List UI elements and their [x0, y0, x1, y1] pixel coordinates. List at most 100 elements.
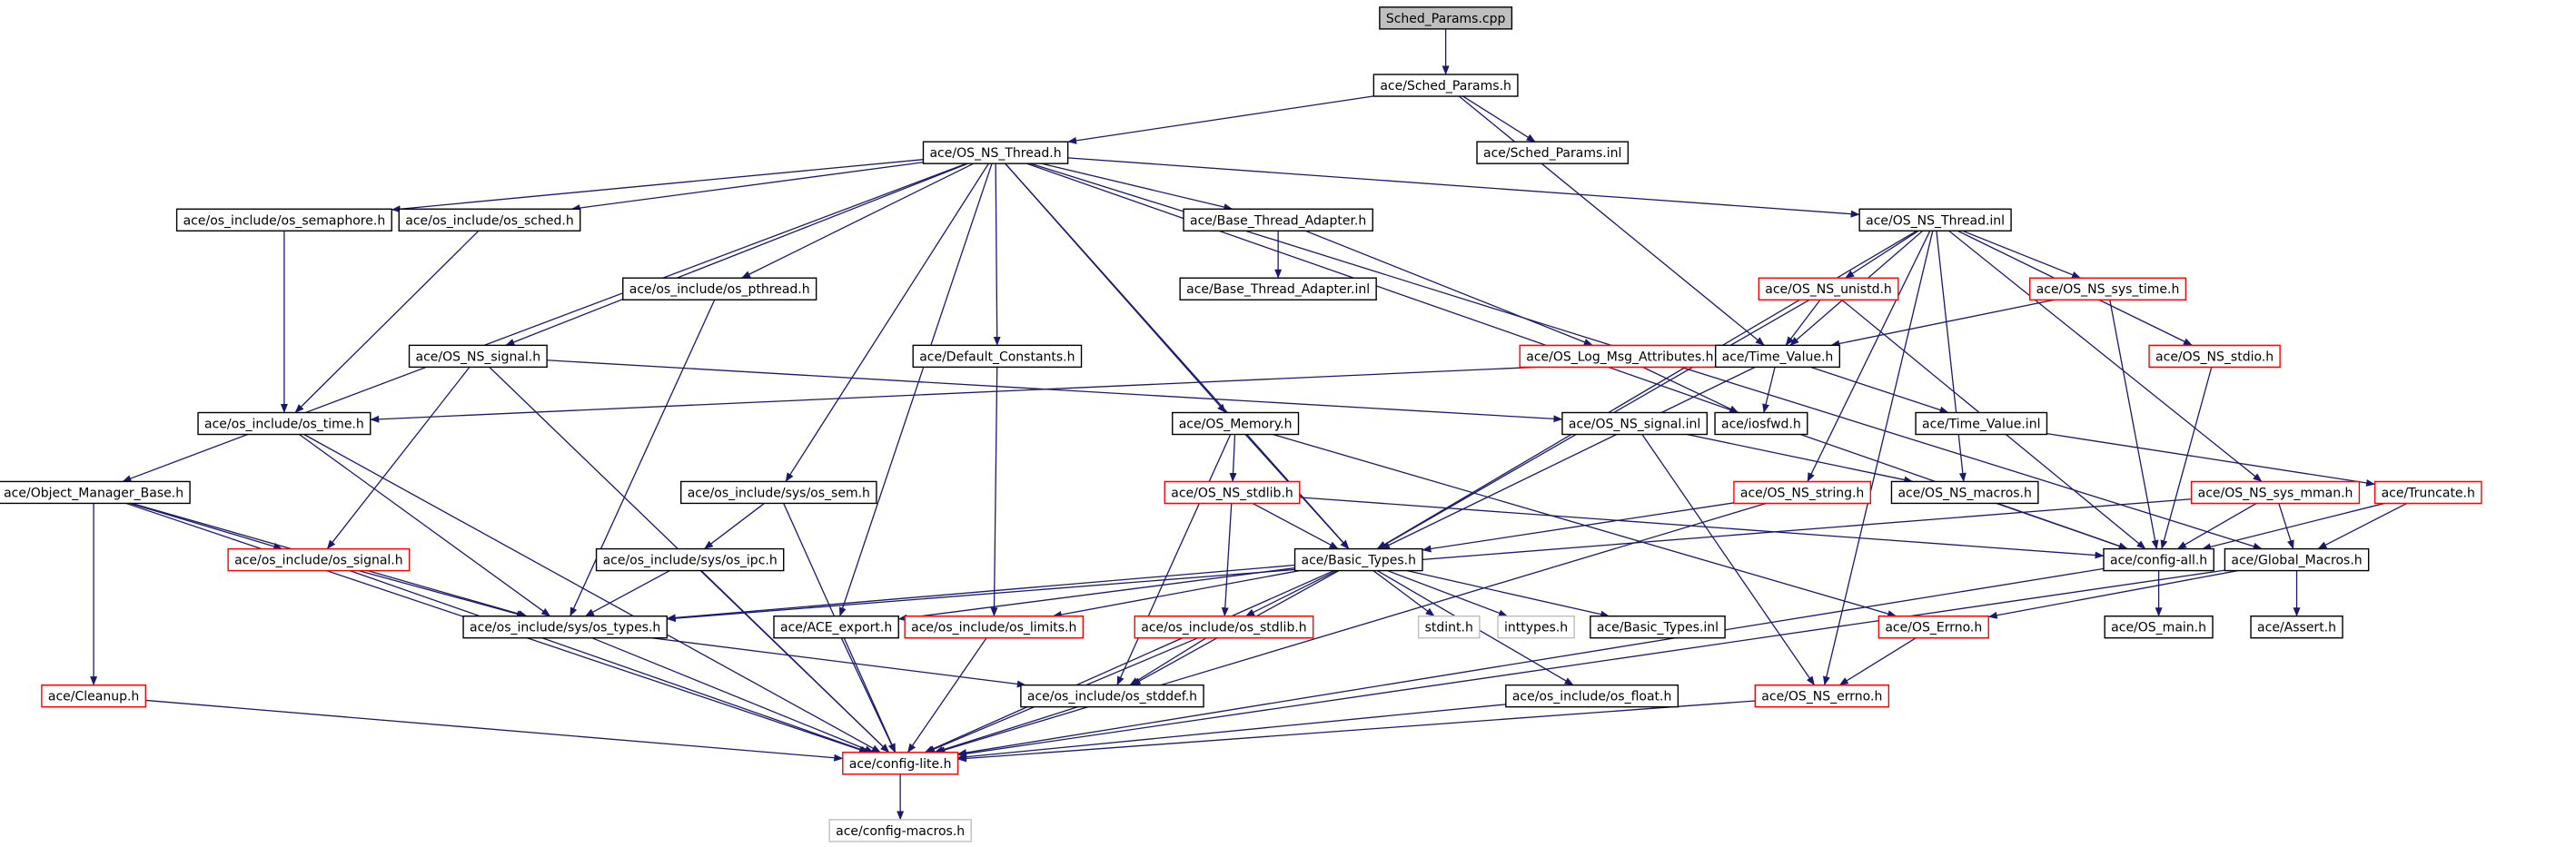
node-sched-params-h[interactable]: ace/Sched_Params.h	[1372, 74, 1519, 97]
edge-ace-export-h-to-config-lite-h	[840, 637, 897, 753]
node-box	[2104, 616, 2214, 639]
node-label: ace/OS_NS_Thread.h	[929, 146, 1061, 161]
node-os-ns-thread-inl[interactable]: ace/OS_NS_Thread.inl	[1858, 208, 2012, 231]
edge-object-manager-base-h-to-os-signal-h	[130, 502, 283, 550]
node-box	[1293, 547, 1423, 572]
edge-os-ns-stdlib-h-to-basic-types-h	[1252, 502, 1339, 550]
node-os-main-h[interactable]: ace/OS_main.h	[2104, 616, 2214, 639]
node-label: ace/os_include/os_float.h	[1512, 690, 1672, 704]
node-label: ace/OS_NS_unistd.h	[1765, 282, 1892, 297]
node-os-ns-signal-inl[interactable]: ace/OS_NS_signal.inl	[1561, 411, 1709, 436]
node-os-ns-thread-h[interactable]: ace/OS_NS_Thread.h	[922, 141, 1069, 164]
node-os-ns-stdio-h[interactable]: ace/OS_NS_stdio.h	[2148, 344, 2281, 369]
node-os-stddef-h[interactable]: ace/os_include/os_stddef.h	[1020, 684, 1204, 708]
node-sched-params-inl[interactable]: ace/Sched_Params.inl	[1476, 141, 1630, 164]
node-label: inttypes.h	[1504, 621, 1568, 635]
node-os-memory-h[interactable]: ace/OS_Memory.h	[1172, 411, 1300, 436]
node-box	[1020, 684, 1204, 708]
edge-os-ns-sys-time-h-to-config-all-h	[2109, 300, 2159, 550]
edge-sched-params-h-to-time-value-h	[1458, 95, 1765, 346]
node-global-macros-h[interactable]: ace/Global_Macros.h	[2224, 547, 2370, 572]
edge-basic-types-h-to-inttypes-h	[1387, 569, 1508, 617]
edge-sched-params-h-to-os-ns-thread-h	[1067, 95, 1374, 144]
node-basic-types-inl[interactable]: ace/Basic_Types.inl	[1590, 616, 1726, 639]
node-box	[2373, 480, 2482, 505]
node-os-log-msg-attributes-h[interactable]: ace/OS_Log_Msg_Attributes.h	[1519, 344, 1721, 369]
node-sched-params-cpp[interactable]: Sched_Params.cpp	[1379, 6, 1513, 30]
node-os-ns-macros-h[interactable]: ace/OS_NS_macros.h	[1890, 480, 2039, 505]
node-label: ace/OS_NS_errno.h	[1761, 690, 1882, 704]
node-basic-types-h[interactable]: ace/Basic_Types.h	[1293, 547, 1423, 572]
edge-os-ns-stdlib-h-to-os-stdlib-h	[1221, 503, 1233, 617]
node-box	[408, 344, 548, 369]
node-os-limits-h[interactable]: ace/os_include/os_limits.h	[904, 616, 1085, 639]
node-assert-h[interactable]: ace/Assert.h	[2250, 616, 2343, 639]
node-iosfwd-h[interactable]: ace/iosfwd.h	[1714, 411, 1808, 436]
node-stdint-h[interactable]: stdint.h	[1417, 616, 1481, 639]
edge-os-ns-signal-h-to-os-signal-h	[326, 366, 471, 549]
node-os-pthread-h[interactable]: ace/os_include/os_pthread.h	[622, 277, 817, 300]
node-os-sem-h[interactable]: ace/os_include/sys/os_sem.h	[679, 480, 877, 505]
node-box	[1476, 141, 1630, 164]
edge-basic-types-h-to-ace-export-h	[897, 566, 1295, 622]
node-os-ns-unistd-h[interactable]: ace/OS_NS_unistd.h	[1758, 277, 1899, 300]
node-os-float-h[interactable]: ace/os_include/os_float.h	[1505, 684, 1679, 708]
node-os-ns-string-h[interactable]: ace/OS_NS_string.h	[1733, 480, 1872, 505]
node-config-all-h[interactable]: ace/config-all.h	[2103, 547, 2214, 572]
node-time-value-h[interactable]: ace/Time_Value.h	[1714, 344, 1841, 369]
node-label: ace/Time_Value.inl	[1922, 418, 2040, 432]
node-box	[1372, 74, 1519, 97]
node-cleanup-h[interactable]: ace/Cleanup.h	[41, 684, 147, 708]
node-label: ace/os_include/os_pthread.h	[629, 282, 810, 297]
edge-os-float-h-to-config-lite-h	[957, 704, 1506, 761]
node-default-constants-h[interactable]: ace/Default_Constants.h	[912, 344, 1083, 369]
node-box	[595, 547, 785, 572]
edge-os-pthread-h-to-os-types-h	[570, 299, 716, 617]
node-box	[912, 344, 1083, 369]
node-box	[2103, 547, 2214, 572]
node-inttypes-h[interactable]: inttypes.h	[1497, 616, 1575, 639]
node-os-time-h[interactable]: ace/os_include/os_time.h	[197, 411, 372, 436]
node-box	[1179, 277, 1377, 300]
node-os-ns-sys-time-h[interactable]: ace/OS_NS_sys_time.h	[2028, 277, 2187, 300]
node-config-macros-h[interactable]: ace/config-macros.h	[828, 819, 972, 842]
node-base-thread-adapter-inl[interactable]: ace/Base_Thread_Adapter.inl	[1179, 277, 1377, 300]
node-os-ipc-h[interactable]: ace/os_include/sys/os_ipc.h	[595, 547, 785, 572]
node-truncate-h[interactable]: ace/Truncate.h	[2373, 480, 2482, 505]
node-os-errno-h[interactable]: ace/OS_Errno.h	[1878, 616, 1989, 639]
node-label: ace/OS_NS_signal.h	[416, 350, 541, 364]
edge-os-ns-thread-h-to-os-pthread-h	[741, 163, 975, 279]
node-ace-export-h[interactable]: ace/ACE_export.h	[773, 616, 899, 639]
node-label: ace/ACE_export.h	[780, 621, 892, 635]
node-label: ace/OS_NS_macros.h	[1897, 486, 2031, 500]
node-os-sched-h[interactable]: ace/os_include/os_sched.h	[398, 208, 581, 231]
node-config-lite-h[interactable]: ace/config-lite.h	[842, 752, 959, 775]
node-label: ace/os_include/os_limits.h	[911, 621, 1076, 635]
node-os-ns-errno-h[interactable]: ace/OS_NS_errno.h	[1754, 684, 1890, 708]
node-box	[2148, 344, 2281, 369]
node-os-types-h[interactable]: ace/os_include/sys/os_types.h	[462, 616, 669, 639]
edge-os-types-h-to-config-lite-h	[591, 637, 875, 753]
node-os-semaphore-h[interactable]: ace/os_include/os_semaphore.h	[175, 208, 392, 231]
edge-os-types-h-to-os-stddef-h	[651, 637, 1026, 688]
node-object-manager-base-h[interactable]: ace/Object_Manager_Base.h	[0, 480, 191, 505]
edge-basic-types-h-to-basic-types-inl	[1406, 569, 1610, 618]
node-os-ns-stdlib-h[interactable]: ace/OS_NS_stdlib.h	[1164, 480, 1301, 505]
edge-truncate-h-to-config-all-h	[2202, 502, 2385, 551]
node-box	[462, 616, 669, 639]
node-label: Sched_Params.cpp	[1386, 12, 1506, 26]
edge-time-value-h-to-time-value-inl	[1810, 366, 1949, 414]
node-label: ace/OS_Errno.h	[1885, 621, 1982, 635]
edge-os-log-msg-attributes-h-to-iosfwd-h	[1642, 366, 1739, 414]
node-base-thread-adapter-h[interactable]: ace/Base_Thread_Adapter.h	[1183, 208, 1373, 231]
node-label: stdint.h	[1425, 621, 1473, 635]
node-os-stdlib-h[interactable]: ace/os_include/os_stdlib.h	[1134, 616, 1314, 639]
node-box	[1561, 411, 1709, 436]
node-os-signal-h[interactable]: ace/os_include/os_signal.h	[227, 547, 411, 572]
node-os-ns-signal-h[interactable]: ace/OS_NS_signal.h	[408, 344, 548, 369]
node-time-value-inl[interactable]: ace/Time_Value.inl	[1915, 411, 2048, 436]
node-label: ace/os_include/os_semaphore.h	[183, 213, 386, 228]
edge-os-limits-h-to-config-lite-h	[907, 637, 987, 753]
node-label: ace/Base_Thread_Adapter.inl	[1186, 282, 1370, 297]
node-os-ns-sys-mman-h[interactable]: ace/OS_NS_sys_mman.h	[2190, 480, 2361, 505]
